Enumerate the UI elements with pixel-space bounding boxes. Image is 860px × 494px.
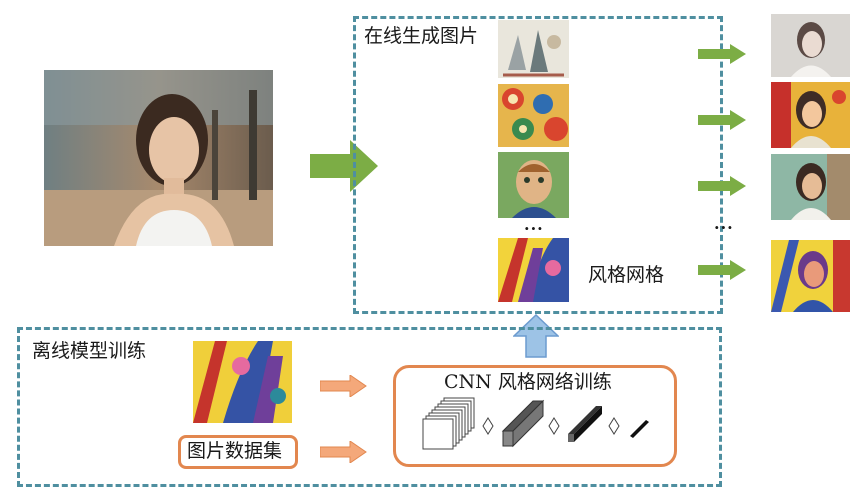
arrow-output-3 [698, 176, 746, 196]
arrow-dataset-image-to-cnn [320, 375, 367, 397]
arrow-dataset-label-to-cnn [320, 441, 367, 463]
online-ellipsis: ... [524, 215, 544, 234]
arrow-input-to-online [310, 140, 378, 192]
offline-training-box [17, 327, 722, 487]
arrow-offline-to-online [513, 314, 559, 358]
output-image-4 [771, 240, 850, 312]
cnn-training-label: CNN 风格网络训练 [444, 371, 612, 393]
offline-training-title: 离线模型训练 [32, 340, 147, 362]
output-image-3 [771, 154, 850, 220]
dataset-label: 图片数据集 [187, 440, 283, 462]
output-image-1 [771, 14, 850, 77]
style-image-selected [498, 238, 569, 302]
outputs-ellipsis: ... [714, 214, 734, 233]
dataset-label-box [178, 435, 298, 469]
style-image-portrait [498, 152, 569, 218]
dataset-image [193, 341, 292, 423]
arrow-output-2 [698, 110, 746, 130]
style-image-sketch [498, 20, 569, 78]
input-photo [44, 70, 273, 246]
arrow-output-1 [698, 44, 746, 64]
style-image-floral [498, 84, 569, 147]
cnn-layers-diagram [422, 397, 649, 450]
online-generation-title: 在线生成图片 [364, 25, 479, 47]
arrow-output-4 [698, 260, 746, 280]
output-image-2 [771, 82, 850, 148]
style-grid-label: 风格网格 [588, 264, 665, 286]
online-generation-box [353, 16, 723, 314]
